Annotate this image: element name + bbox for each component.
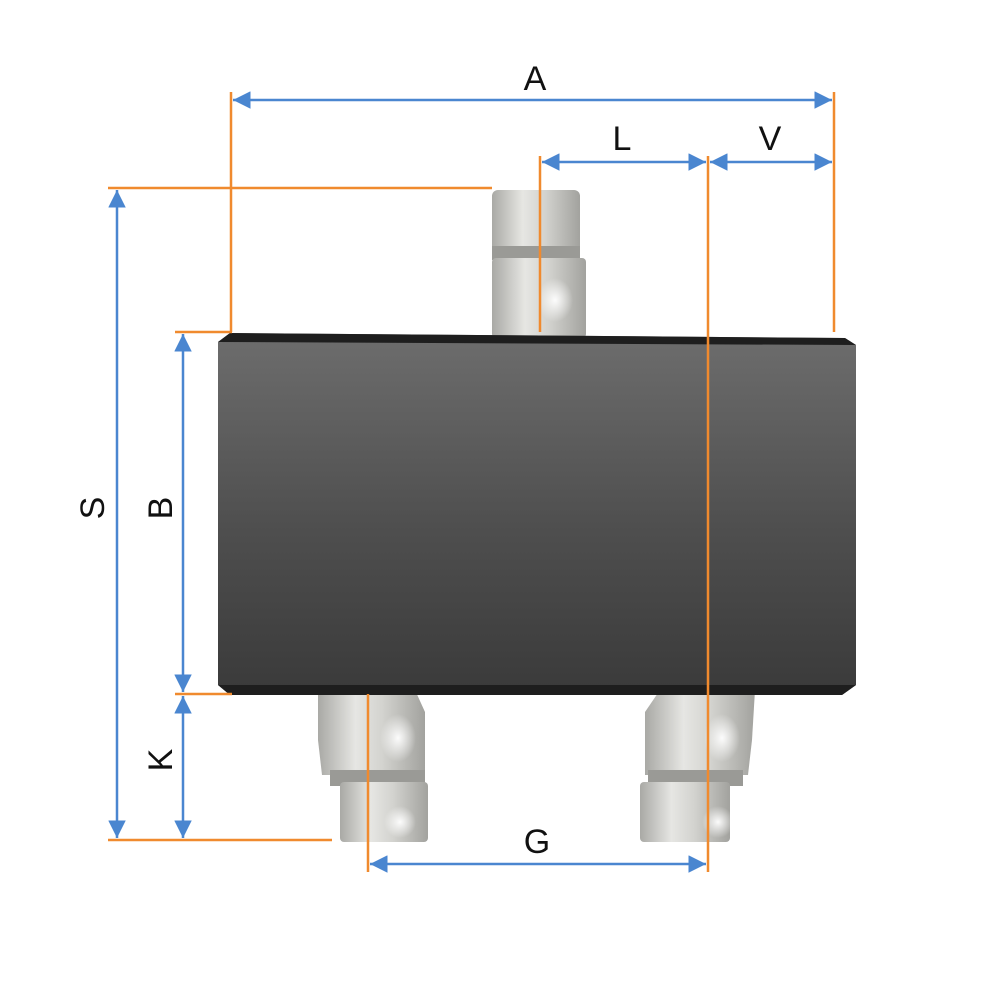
label-l: L (613, 120, 632, 158)
dimension-arrows (108, 91, 832, 873)
bottom-left-lead (318, 690, 428, 842)
label-v: V (759, 120, 782, 158)
label-b: B (142, 497, 180, 520)
package-body (218, 333, 856, 695)
label-k: K (142, 748, 180, 771)
label-g: G (524, 823, 550, 861)
label-a: A (524, 60, 547, 98)
label-s: S (74, 497, 112, 520)
bottom-right-lead (640, 690, 755, 842)
extension-lines (108, 92, 836, 872)
